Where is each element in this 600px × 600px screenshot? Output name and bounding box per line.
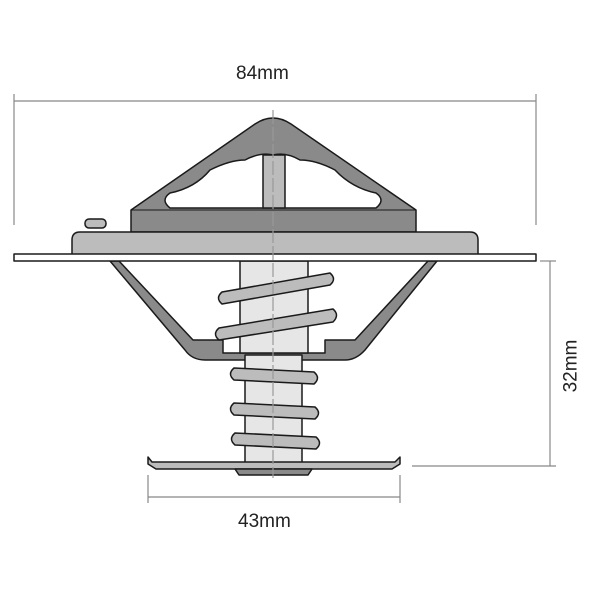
height-label: 32mm: [560, 339, 582, 393]
flange: [71, 231, 479, 256]
bridge-stem: [262, 154, 286, 209]
upper-spring: [214, 272, 338, 341]
mounting-plate: [13, 253, 537, 262]
jiggle-pin: [84, 218, 107, 229]
lower-cage: [109, 260, 438, 361]
valve-label: 43mm: [238, 511, 291, 532]
upper-cylinder: [239, 260, 309, 354]
width-label: 84mm: [236, 63, 289, 84]
valve-disc: [147, 456, 401, 470]
lower-spring: [229, 367, 321, 450]
